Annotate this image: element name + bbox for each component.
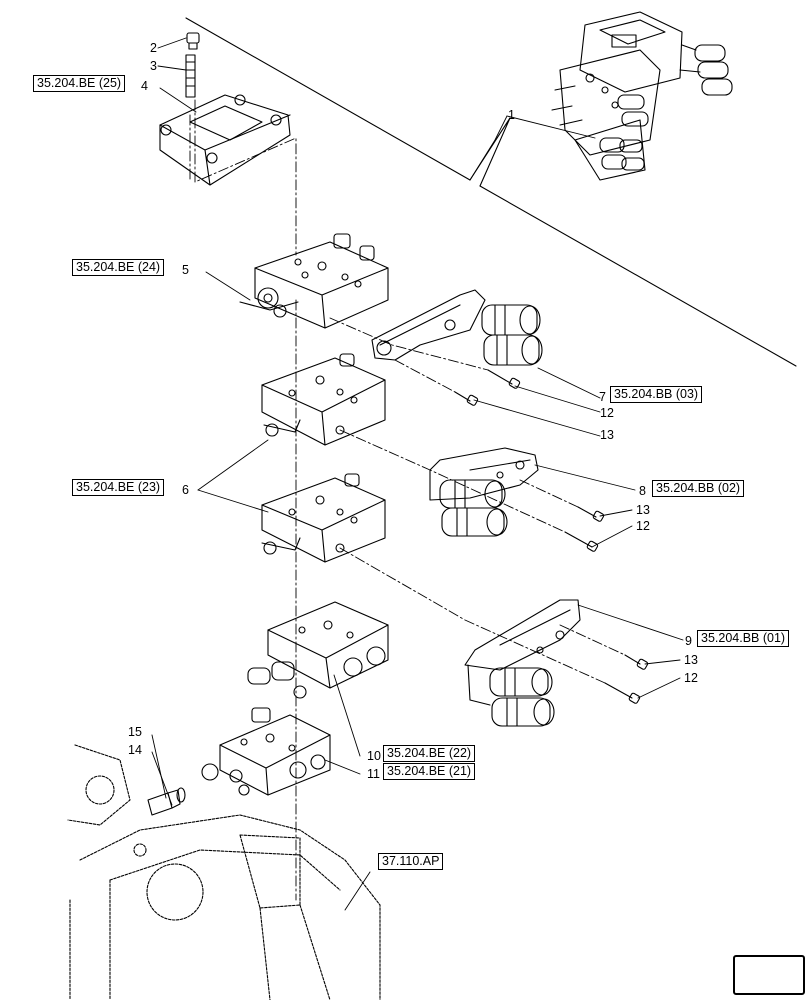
transmission-housing [67,744,381,1000]
cover-plate-assembly [159,32,291,186]
ref-35-204-be-23[interactable]: 35.204.BE (23) [72,479,165,496]
ref-35-204-be-24[interactable]: 35.204.BE (24) [72,259,165,276]
ref-35-204-bb-01[interactable]: 35.204.BB (01) [697,630,790,647]
callout-11: 11 [367,767,380,781]
ref-35-204-be-22[interactable]: 35.204.BE (22) [383,745,476,762]
callout-5: 5 [182,263,189,277]
callout-13-a: 13 [600,428,614,442]
callout-12-b: 12 [636,519,650,533]
ref-35-204-bb-02[interactable]: 35.204.BB (02) [652,480,745,497]
valve-section-6-lower [261,473,386,563]
fastener-screws [454,369,649,704]
quick-coupler-manifold-9 [464,599,581,727]
callout-8: 8 [639,484,646,498]
callout-4: 4 [141,79,148,93]
valve-section-11 [201,707,331,796]
leader-lines [151,37,684,911]
callout-13-b: 13 [636,503,650,517]
separator-lines [185,17,797,367]
fitting-14-seal-15 [147,787,186,816]
callout-2: 2 [150,41,157,55]
callout-13-c: 13 [684,653,698,667]
ref-35-204-be-21[interactable]: 35.204.BE (21) [383,763,476,780]
callout-15: 15 [128,725,142,739]
ref-35-204-bb-03[interactable]: 35.204.BB (03) [610,386,703,403]
assembled-valve-view [551,11,733,181]
valve-section-10 [247,601,389,699]
ref-37-110-ap[interactable]: 37.110.AP [378,853,444,870]
callout-3: 3 [150,59,157,73]
callout-9: 9 [685,634,692,648]
valve-section-6-upper [261,353,386,446]
callout-10: 10 [367,749,381,763]
quick-coupler-manifold-8 [429,447,539,537]
callout-12-a: 12 [600,406,614,420]
quick-coupler-manifold-7 [371,289,543,366]
assembly-guide-lines [189,99,626,901]
next-page-button[interactable] [733,955,805,995]
callout-14: 14 [128,743,142,757]
valve-section-5 [239,233,389,329]
callout-6: 6 [182,483,189,497]
callout-1: 1 [508,108,515,122]
callout-7: 7 [599,390,606,404]
callout-12-c: 12 [684,671,698,685]
ref-35-204-be-25[interactable]: 35.204.BE (25) [33,75,126,92]
